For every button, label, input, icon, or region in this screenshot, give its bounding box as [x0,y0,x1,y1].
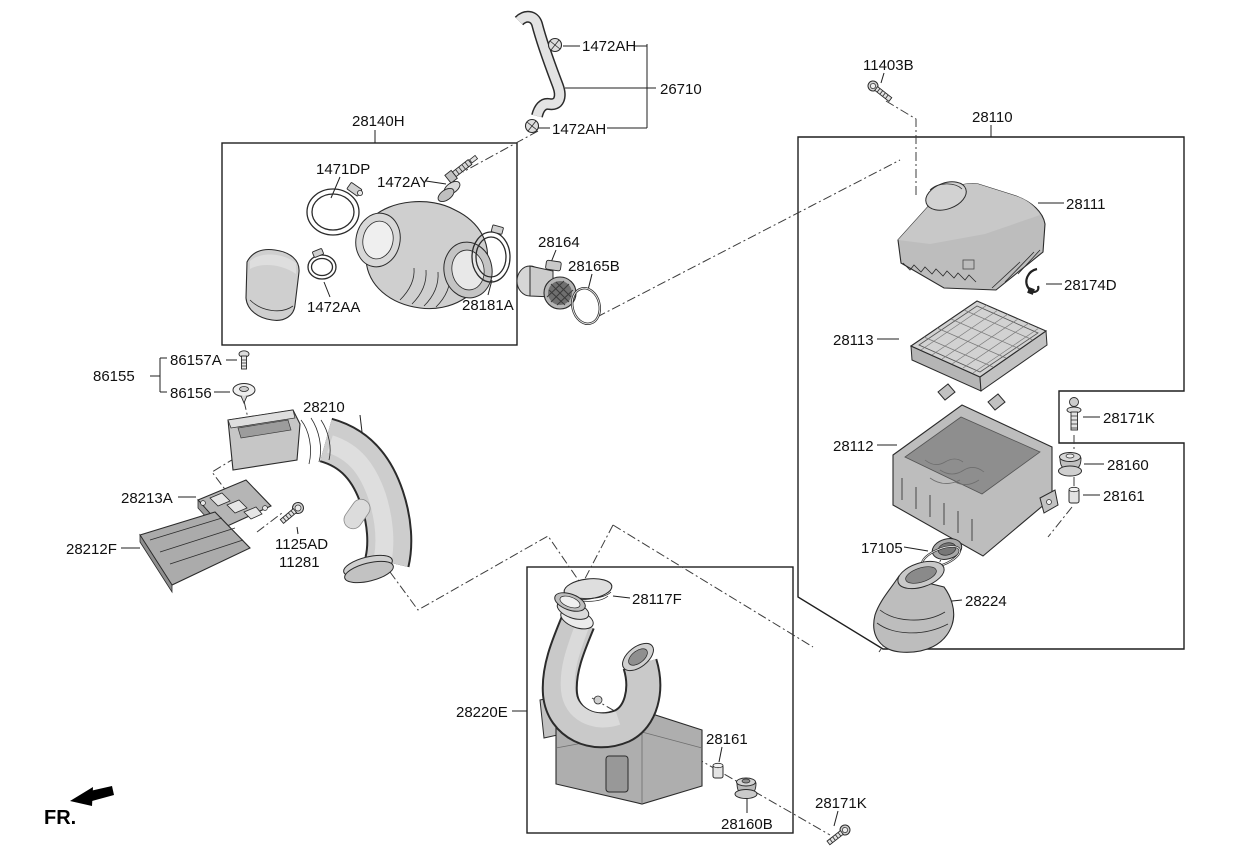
label-duct-bracket: 28213A [121,490,173,507]
mount-insulator-right-28160 [1058,452,1082,477]
air-cleaner-cover [897,181,1046,291]
label-mount-pipe-bottom: 28161 [706,731,748,748]
label-holder: 86156 [170,385,212,402]
outlet-duct-28224 [873,560,955,653]
label-resonator-cap: 28117F [632,591,682,608]
label-duct-guard: 28212F [66,541,117,558]
insulator-1472AY [437,180,461,203]
tapping-screw-86157A [238,350,250,370]
label-hose-clamp-outlet: 28181A [462,297,514,314]
hose-clamp-lower [524,118,540,134]
label-insulator-hose: 1472AY [377,174,429,191]
label-bracket-bolt: 1125AD [275,536,328,553]
bracket-bolt-1125AD [279,502,304,525]
cover-bolt-11403B [867,80,893,102]
sensor-fitting [444,154,479,184]
label-intake-hose-box: 28140H [352,113,405,130]
label-hose-clamp-small: 1472AA [307,299,360,316]
label-screw-set: 86155 [93,368,135,385]
label-breather-hose: 26710 [660,81,702,98]
air-cleaner-assembly-box [797,136,1185,650]
label-tapping-screw: 86157A [170,352,222,369]
clamp-1471DP [306,182,363,236]
label-mount-pipe-right: 28161 [1103,488,1145,505]
clamp-1472AA [307,248,337,280]
mount-pipe-right-28161 [1068,486,1080,504]
label-duct-seal: 17105 [861,540,903,557]
label-mount-bolt-bottom: 28171K [815,795,867,812]
label-mount-insulator-right: 28160 [1107,457,1149,474]
label-air-cleaner-cover: 28111 [1066,196,1106,213]
front-direction-marker [70,786,114,806]
label-sensor-oring: 28165B [568,258,620,275]
label-filter-element: 28113 [833,332,874,349]
hose-clamp-upper [547,37,563,53]
air-flow-sensor [516,259,577,310]
resonator-assembly-box [526,566,794,834]
label-resonator-box: 28220E [456,704,508,721]
label-clamp-upper: 1472AH [582,38,636,55]
intake-bellows-hose [355,201,493,310]
label-intake-duct: 28210 [303,399,345,416]
holder-86156 [232,383,256,405]
duct-guard-28212F [139,511,251,594]
label-air-flow-sensor: 28164 [538,234,580,251]
label-clamp-lower: 1472AH [552,121,606,138]
mount-insulator-bottom-28160B [734,777,758,799]
air-cleaner-body [892,383,1059,560]
intake-duct-28210 [227,409,413,584]
resonator-body [539,592,703,805]
label-outlet-duct: 28224 [965,593,1007,610]
intake-hose-assembly-box [221,142,518,346]
label-air-cleaner-box: 28110 [972,109,1013,126]
resonator-cap-28117F [563,578,613,602]
corner-air-duct-piece [245,248,300,321]
mount-pipe-bottom-28161 [712,762,724,779]
clamp-28181A [471,224,511,283]
hook-clip-28174D [1025,267,1040,295]
mount-bolt-bottom-28171K [826,824,851,846]
filter-element [909,300,1048,392]
label-mount-bolt-right: 28171K [1103,410,1155,427]
label-hose-clamp-large: 1471DP [316,161,370,178]
label-hook-clip: 28174D [1064,277,1117,294]
label-bracket-bolt-alt: 11281 [279,554,320,571]
label-front-marker: FR. [44,807,76,829]
mount-bolt-right-28171K [1066,397,1082,431]
sensor-oring [570,287,602,325]
label-mount-insulator-bottom: 28160B [721,816,773,833]
label-cover-bolt: 11403B [863,57,914,74]
callout-labels: 1472AH 26710 1472AH 28140H 1471DP 1472AY… [44,38,1155,833]
breather-hose [514,10,566,118]
label-air-cleaner-body: 28112 [833,438,874,455]
